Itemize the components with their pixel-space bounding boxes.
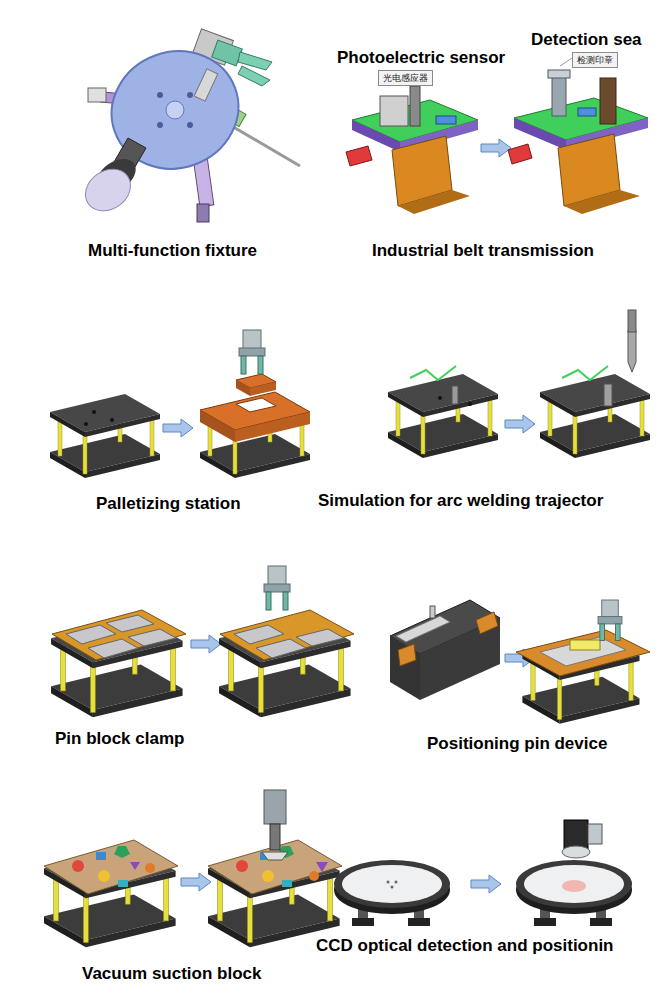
callout-box: 光电感应器 [378, 70, 433, 86]
caption-label: Multi-function fixture [88, 241, 257, 261]
callout-label: Photoelectric sensor [337, 48, 505, 68]
ccd-figure [334, 820, 632, 926]
caption-label: Vacuum suction block [82, 964, 262, 984]
pin-clamp-figure [51, 566, 354, 717]
palletizing-figure [50, 330, 310, 478]
caption-label: Simulation for arc welding trajector [318, 491, 603, 511]
callout-text: 检测印章 [577, 55, 613, 65]
caption-label: Pin block clamp [55, 729, 184, 749]
caption-label: Industrial belt transmission [372, 241, 594, 261]
belt-figure [346, 58, 648, 214]
positioning-figure [390, 600, 650, 724]
vacuum-figure [44, 790, 342, 947]
callout-text: 光电感应器 [383, 73, 428, 83]
fixture-figure [77, 29, 300, 222]
caption-label: Palletizing station [96, 494, 241, 514]
welding-figure [388, 310, 650, 458]
caption-label: CCD optical detection and positionin [316, 936, 614, 956]
callout-label: Detection sea [531, 30, 642, 50]
callout-box: 检测印章 [572, 52, 618, 68]
caption-label: Positioning pin device [427, 734, 607, 754]
